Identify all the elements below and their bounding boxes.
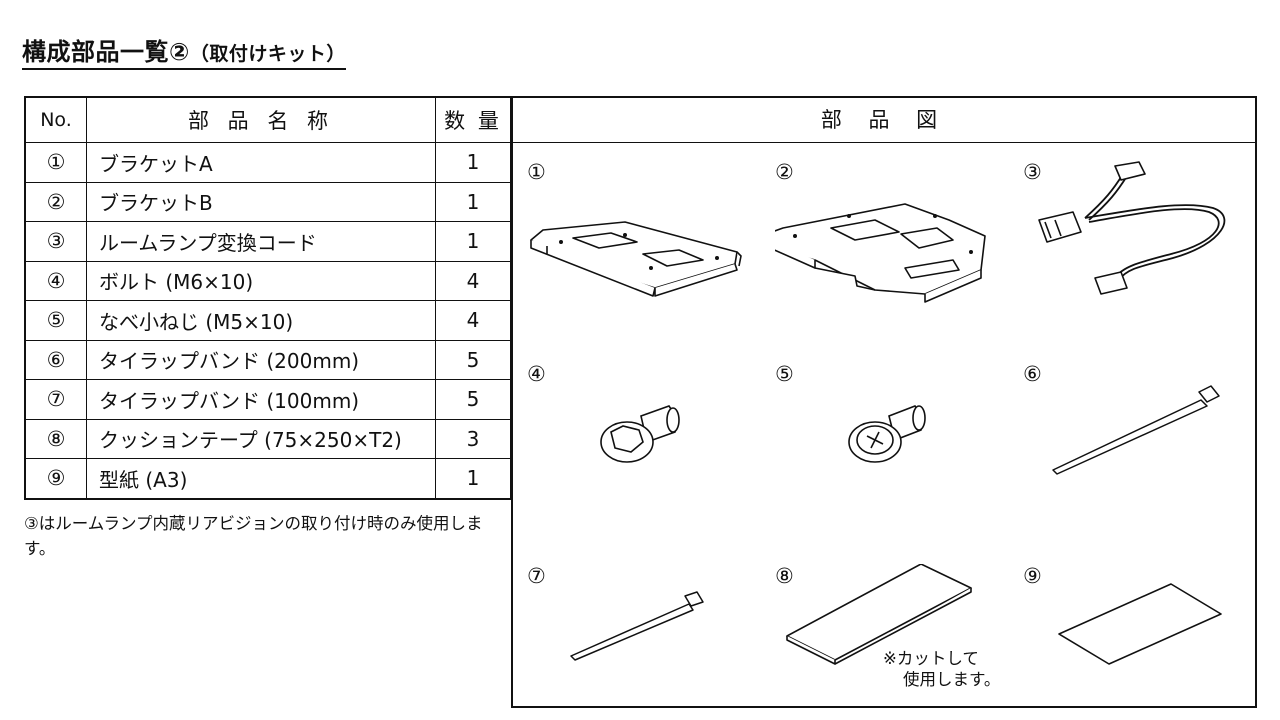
title-sub: （取付けキット） bbox=[189, 43, 346, 65]
tie-100-drawing bbox=[570, 591, 704, 661]
row-no: ① bbox=[24, 142, 87, 183]
figure-bracket-a: ① bbox=[527, 160, 757, 310]
page-title: 構成部品一覧②（取付けキット） bbox=[22, 32, 346, 70]
row-qty: 5 bbox=[435, 339, 512, 380]
row-no: ④ bbox=[24, 260, 87, 301]
bolt-drawing bbox=[600, 405, 680, 463]
lamp-cord-drawing bbox=[1038, 161, 1226, 295]
row-name: タイラップバンド (100mm) bbox=[86, 379, 436, 420]
figure-tie-100: ⑦ bbox=[527, 564, 757, 704]
row-no: ⑨ bbox=[24, 458, 87, 499]
row-name: ルームランプ変換コード bbox=[86, 221, 436, 262]
row-no: ⑥ bbox=[24, 339, 87, 380]
figure-label: ② bbox=[775, 160, 794, 184]
screw-drawing bbox=[848, 405, 926, 463]
row-name: クッションテープ (75×250×T2) bbox=[86, 418, 436, 459]
row-qty: 4 bbox=[435, 300, 512, 341]
cut-note-line2: 使用します。 bbox=[903, 670, 1001, 689]
title-main: 構成部品一覧② bbox=[22, 38, 190, 66]
row-no: ② bbox=[24, 181, 87, 222]
row-qty: 3 bbox=[435, 418, 512, 459]
parts-figure-panel: 部 品 図 ① ② bbox=[511, 96, 1257, 708]
figure-label: ③ bbox=[1023, 160, 1042, 184]
header-name: 部 品 名 称 bbox=[86, 96, 436, 143]
usage-note: ③はルームランプ内蔵リアビジョンの取り付け時のみ使用します。 bbox=[24, 514, 483, 558]
cushion-tape-drawing bbox=[786, 564, 972, 665]
row-name: ブラケットB bbox=[86, 181, 436, 222]
figure-screw: ⑤ bbox=[775, 362, 1005, 502]
row-name: なべ小ねじ (M5×10) bbox=[86, 300, 436, 341]
figure-template-paper: ⑨ bbox=[1023, 564, 1245, 704]
row-name: ボルト (M6×10) bbox=[86, 260, 436, 301]
cut-note-line1: ※カットして bbox=[883, 649, 979, 668]
row-no: ⑧ bbox=[24, 418, 87, 459]
row-qty: 1 bbox=[435, 142, 512, 183]
figure-label: ⑦ bbox=[527, 564, 546, 588]
row-qty: 5 bbox=[435, 379, 512, 420]
row-no: ⑤ bbox=[24, 300, 87, 341]
figure-label: ⑨ bbox=[1023, 564, 1042, 588]
figure-label: ⑥ bbox=[1023, 362, 1042, 386]
figure-label: ④ bbox=[527, 362, 546, 386]
bracket-b-drawing bbox=[775, 203, 986, 303]
figure-lamp-cord: ③ bbox=[1023, 160, 1245, 310]
row-qty: 4 bbox=[435, 260, 512, 301]
row-name: タイラップバンド (200mm) bbox=[86, 339, 436, 380]
row-qty: 1 bbox=[435, 181, 512, 222]
row-qty: 1 bbox=[435, 221, 512, 262]
bracket-a-drawing bbox=[530, 221, 742, 297]
figure-label: ⑧ bbox=[775, 564, 794, 588]
row-name: 型紙 (A3) bbox=[86, 458, 436, 499]
figure-label: ① bbox=[527, 160, 546, 184]
tie-200-drawing bbox=[1052, 385, 1220, 475]
figure-header: 部 品 図 bbox=[513, 98, 1255, 143]
header-no: No. bbox=[24, 96, 87, 143]
table-header-row: No. 部 品 名 称 数 量 bbox=[24, 96, 512, 143]
row-no: ③ bbox=[24, 221, 87, 262]
header-qty: 数 量 bbox=[435, 96, 512, 143]
figure-tie-200: ⑥ bbox=[1023, 362, 1245, 502]
row-qty: 1 bbox=[435, 458, 512, 499]
figure-bracket-b: ② bbox=[775, 160, 1035, 310]
figure-bolt: ④ bbox=[527, 362, 757, 502]
row-name: ブラケットA bbox=[86, 142, 436, 183]
figure-cushion-tape: ⑧ bbox=[775, 564, 1005, 704]
cut-note: ※カットして 使用します。 bbox=[883, 648, 1000, 690]
template-paper-drawing bbox=[1058, 583, 1222, 665]
figure-label: ⑤ bbox=[775, 362, 794, 386]
row-no: ⑦ bbox=[24, 379, 87, 420]
